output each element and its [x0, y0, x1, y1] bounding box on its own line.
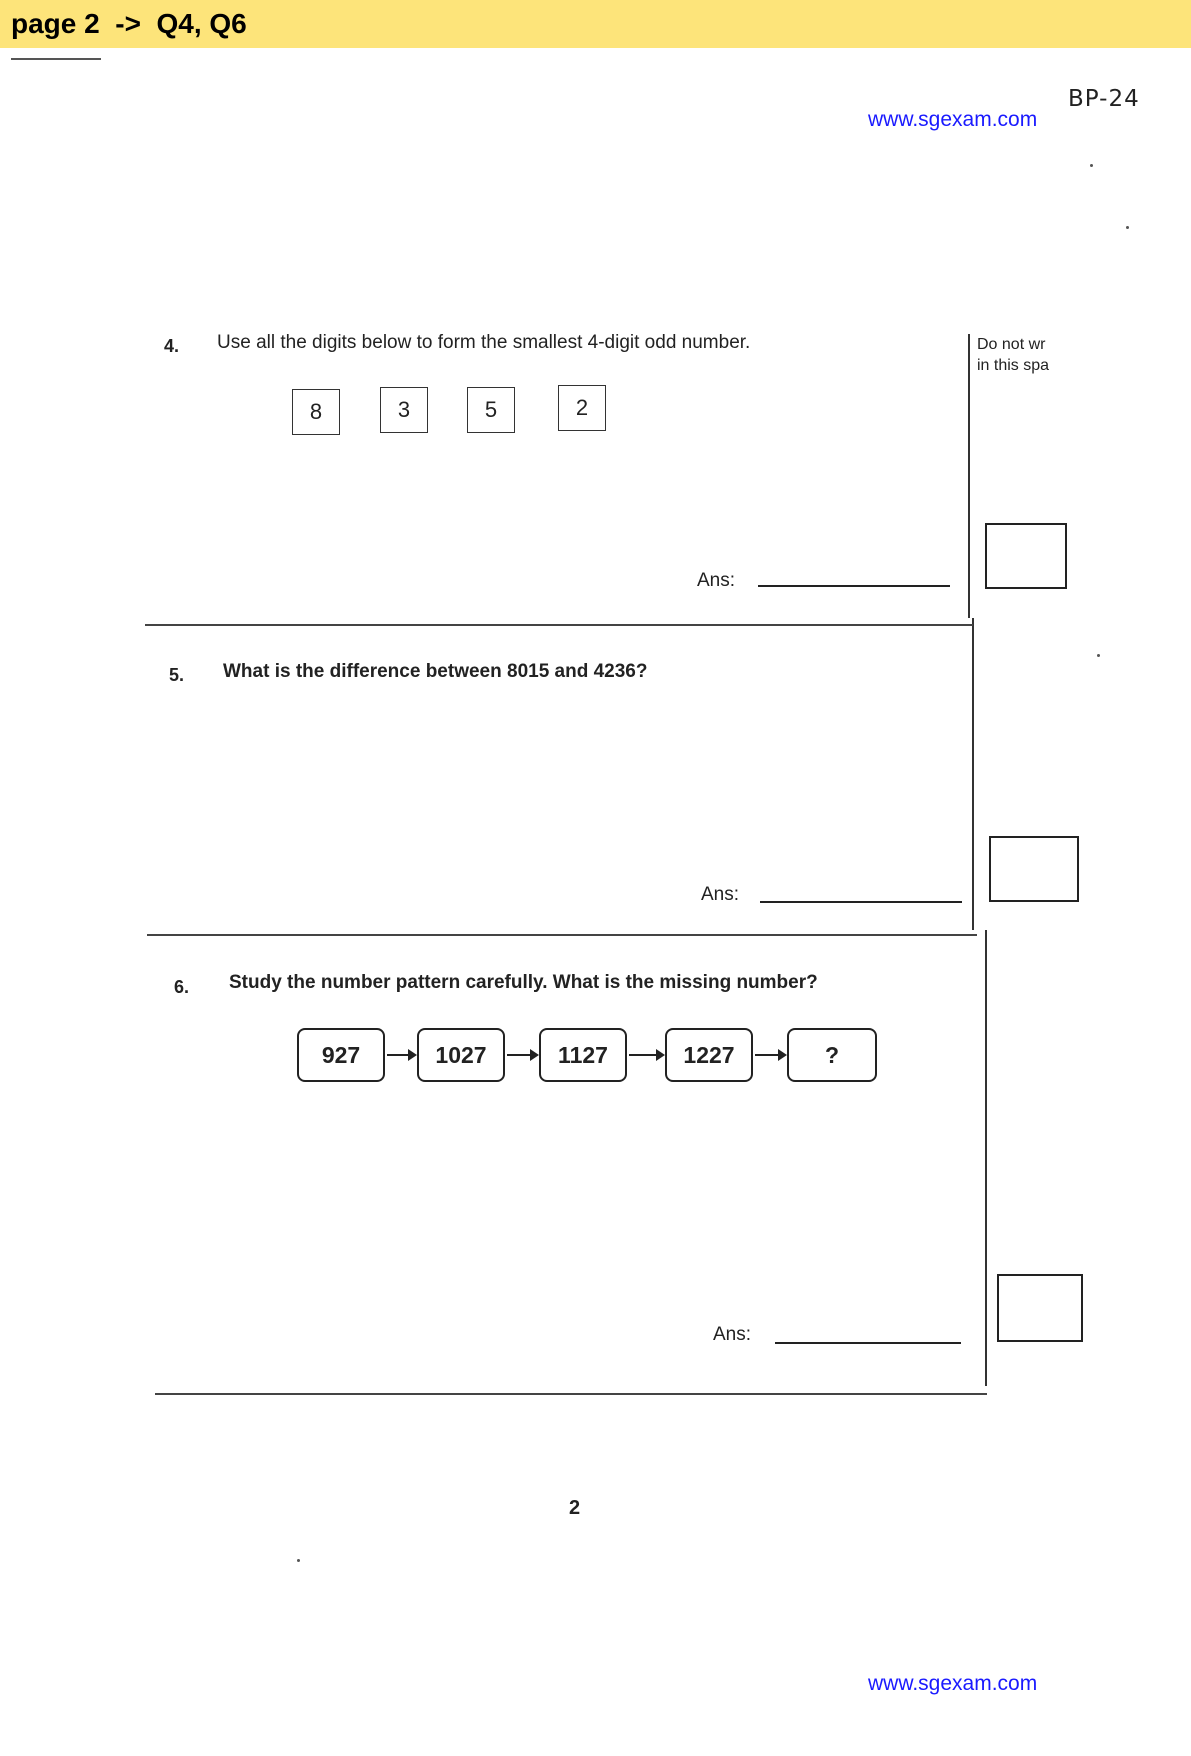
question-6-answer-label: Ans: — [713, 1324, 752, 1345]
question-4-number: 4. — [164, 336, 180, 356]
digit-card: 5 — [467, 387, 515, 433]
pattern-arrow — [629, 1049, 665, 1061]
section-divider — [145, 624, 973, 626]
pattern-arrow — [755, 1049, 787, 1061]
section-divider — [155, 1393, 987, 1395]
page-number: 2 — [569, 1497, 581, 1519]
question-4-answer-label: Ans: — [697, 570, 736, 591]
website-link-top[interactable]: www.sgexam.com — [868, 108, 1038, 131]
margin-note: Do not wr in this spa — [977, 334, 1057, 376]
margin-divider-lower — [985, 930, 987, 1386]
section-divider — [147, 934, 977, 936]
website-link-bottom[interactable]: www.sgexam.com — [868, 1672, 1038, 1695]
digit-card: 2 — [558, 385, 606, 431]
pattern-term: 1027 — [417, 1028, 505, 1082]
question-6-marks-box — [997, 1274, 1083, 1342]
question-4-answer-field[interactable] — [758, 585, 950, 587]
question-5-marks-box — [989, 836, 1079, 902]
pattern-term: 1127 — [539, 1028, 627, 1082]
scan-speck — [1097, 654, 1100, 657]
question-6-answer-field[interactable] — [775, 1342, 961, 1344]
pattern-term: 1227 — [665, 1028, 753, 1082]
banner-title: page 2 -> Q4, Q6 — [11, 8, 247, 39]
pattern-term: 927 — [297, 1028, 385, 1082]
question-5-answer-label: Ans: — [701, 884, 740, 905]
question-5-answer-field[interactable] — [760, 901, 962, 903]
pattern-arrow — [507, 1049, 539, 1061]
margin-divider-middle — [972, 618, 974, 930]
question-5-number: 5. — [169, 665, 185, 685]
question-4-text: Use all the digits below to form the sma… — [217, 332, 751, 353]
digit-card: 3 — [380, 387, 428, 433]
scan-speck — [1090, 164, 1093, 167]
pattern-arrow — [387, 1049, 417, 1061]
scan-speck — [1126, 226, 1129, 229]
pattern-missing-term: ? — [787, 1028, 877, 1082]
question-6-number: 6. — [174, 977, 190, 997]
paper-code: BP-24 — [1068, 86, 1140, 112]
question-5-text: What is the difference between 8015 and … — [223, 661, 648, 682]
question-6-text: Study the number pattern carefully. What… — [229, 972, 818, 993]
banner-underline — [11, 58, 101, 60]
margin-divider-upper — [968, 334, 970, 618]
page-banner: page 2 -> Q4, Q6 — [0, 0, 1191, 48]
scan-speck — [297, 1559, 300, 1562]
question-4-marks-box — [985, 523, 1067, 589]
margin-note-line1: Do not wr — [977, 336, 1046, 353]
margin-note-line2: in this spa — [977, 357, 1050, 374]
digit-card: 8 — [292, 389, 340, 435]
